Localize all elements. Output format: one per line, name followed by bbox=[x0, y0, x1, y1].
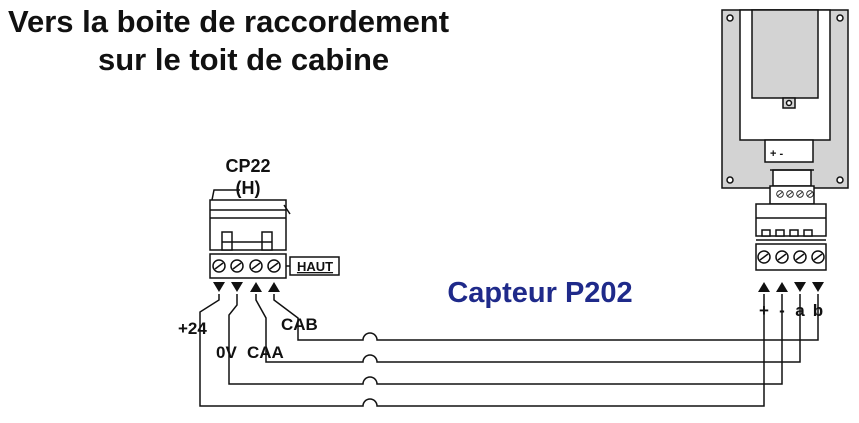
sensor-p202 bbox=[721, 9, 849, 271]
sensor-pin-arrows bbox=[758, 282, 824, 292]
haut-tag bbox=[289, 256, 340, 276]
sensor-pin-label: - bbox=[779, 301, 785, 320]
sensor-pin-label: b bbox=[813, 301, 823, 320]
sensor-pin-label: + bbox=[759, 301, 769, 320]
title-line-1: Vers la boite de raccordement bbox=[8, 4, 450, 39]
title-line-2: sur le toit de cabine bbox=[98, 42, 390, 77]
sensor-name: Capteur P202 bbox=[447, 277, 632, 309]
wire-0v-minus bbox=[228, 294, 783, 385]
wire-24-plus bbox=[199, 294, 765, 407]
cp22-name: CP22 bbox=[225, 156, 270, 176]
sensor-pin-label: a bbox=[795, 301, 805, 320]
sensor-connector-face bbox=[764, 139, 814, 163]
wire-cab-b bbox=[273, 294, 819, 341]
cp22-sub: (H) bbox=[236, 178, 261, 198]
cp22-pin-label: 0V bbox=[216, 343, 237, 362]
cp22-pin-label: CAB bbox=[281, 315, 318, 334]
haut-label: HAUT bbox=[297, 259, 333, 274]
sensor-top-marks: + - bbox=[770, 148, 783, 160]
cp22-pin-label: +24 bbox=[178, 319, 207, 338]
cp22-pin-arrows bbox=[213, 282, 280, 292]
cp22-pin-label: CAA bbox=[247, 343, 284, 362]
sensor-slot-inner bbox=[751, 9, 819, 99]
wire-caa-a bbox=[255, 294, 801, 363]
cp22-connector bbox=[209, 189, 294, 279]
wires bbox=[199, 294, 819, 407]
